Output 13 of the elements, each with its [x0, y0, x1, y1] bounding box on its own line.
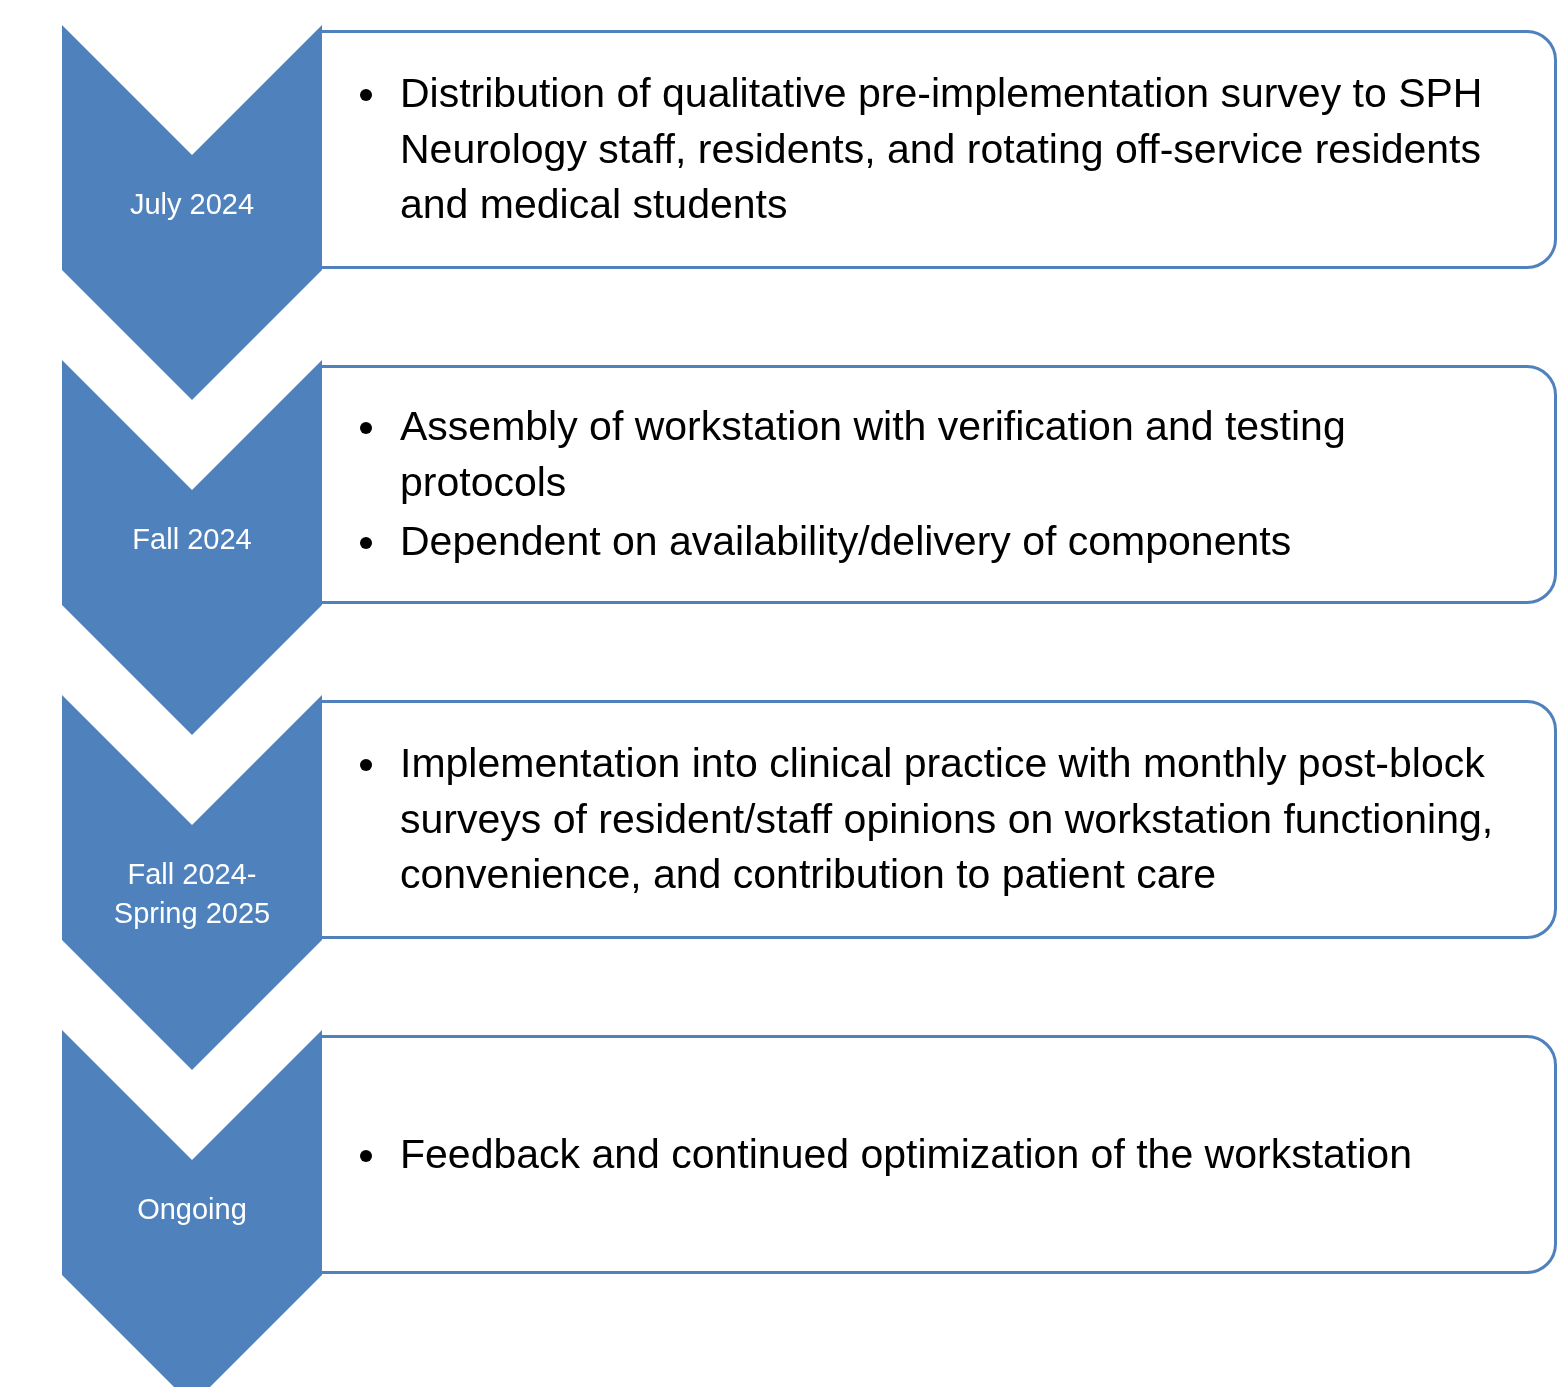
step-box — [319, 365, 1557, 604]
bullet-text: Assembly of workstation with verification and testing protocols — [400, 402, 1347, 507]
step-box — [319, 1035, 1557, 1274]
date-label: Fall 2024- Spring 2025 — [112, 857, 272, 932]
step-box — [319, 30, 1557, 269]
bullet-text: Distribution of qualitative pre-implementation survey to SPH Neurology staff, residents, and rotating off-service residents and medical students — [400, 69, 1484, 230]
step-box — [319, 700, 1557, 939]
date-label: July 2024 — [129, 187, 255, 222]
date-label: Ongoing — [137, 1192, 247, 1227]
bullet-text: Feedback and continued optimization of the workstation — [400, 1129, 1413, 1179]
bullet-text: Dependent on availability/delivery of components — [400, 517, 1293, 567]
bullet-text: Implementation into clinical practice with monthly post-block surveys of resident/staff opinions on workstation functioning, convenience, and contribution to patient care — [400, 739, 1495, 900]
date-label: Fall 2024 — [132, 522, 252, 557]
